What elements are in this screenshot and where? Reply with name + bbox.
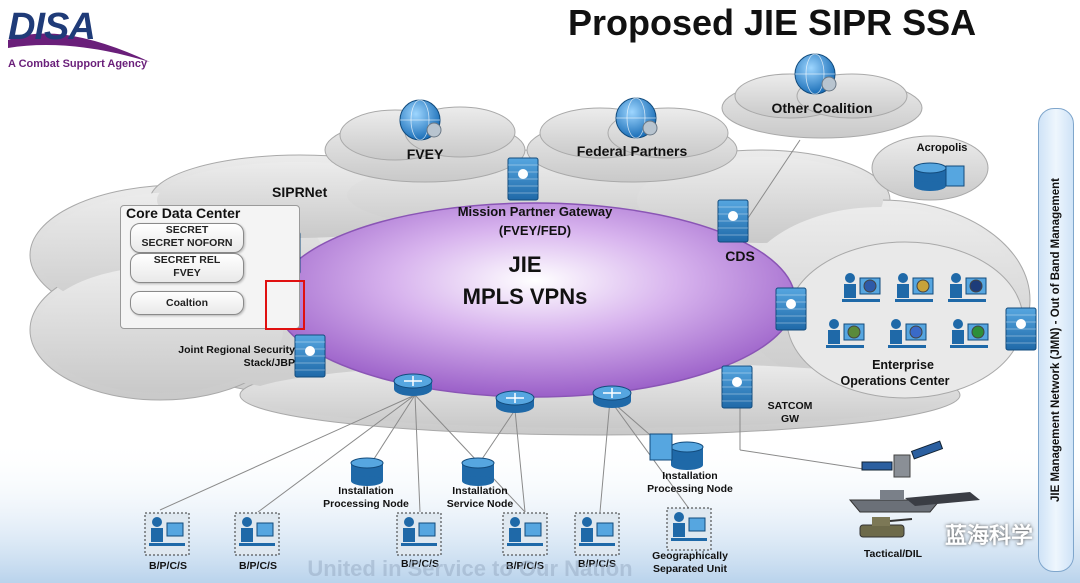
eoc-seat-icon-6 [950, 319, 989, 348]
tactical-label: Tactical/DIL [863, 548, 923, 560]
jrss-label-line1: Joint Regional Security [178, 344, 295, 356]
jmn-sidebar: JIE Management Network (JMN) - Out of Ba… [1038, 108, 1074, 572]
ig-router-icon-1 [393, 373, 433, 396]
mpls-vpns-label: MPLS VPNs [462, 284, 588, 309]
ig-router-icon-2 [495, 390, 535, 413]
eoc-seat-icon-1 [842, 273, 881, 302]
jrss-firewall-icon [294, 334, 326, 378]
satellite-icon [861, 440, 944, 478]
jie-label: JIE [508, 252, 542, 277]
eoc-left-firewall-icon [775, 287, 807, 331]
bpcs-workstation-icon-1 [144, 512, 190, 556]
highlight-box [265, 280, 305, 330]
pill-coalition-line1: Coaltion [166, 297, 208, 309]
other-coalition-cloud [721, 73, 923, 139]
jrss-label-line2: Stack/JBP [243, 357, 295, 369]
acropolis-database-icon [913, 162, 947, 191]
disa-tagline: A Combat Support Agency [8, 58, 148, 70]
satcom-label-line1: SATCOM [767, 400, 813, 412]
ipn-left-label-line2: Processing Node [323, 498, 409, 510]
satcom-label-line2: GW [780, 413, 800, 425]
mpg-firewall-icon [507, 157, 539, 201]
fvey-label: FVEY [406, 146, 444, 162]
bpcs-workstation-icon-3 [396, 512, 442, 556]
watermark: 蓝海科学 [945, 523, 1034, 548]
bottom-banner: United in Service to Our Nation [307, 556, 633, 581]
mpg-label-line1: Mission Partner Gateway [457, 204, 613, 219]
federal-partners-label: Federal Partners [576, 143, 688, 159]
ipn-right-label-line1: Installation [662, 470, 718, 482]
bpcs-label-5: B/P/C/S [578, 558, 616, 570]
eoc-seat-icon-4 [826, 319, 865, 348]
ipn-right-label-line2: Processing Node [647, 483, 733, 495]
disa-logo-swoosh [8, 33, 150, 62]
bpcs-workstation-icon-5 [574, 512, 620, 556]
tactical-vehicles-icon [848, 490, 980, 538]
bpcs-label-3: B/P/C/S [401, 558, 439, 570]
pill-secret-line2: SECRET NOFORN [141, 237, 233, 249]
eoc-seat-icon-2 [895, 273, 934, 302]
cds-label: CDS [725, 248, 755, 264]
isn-database-icon [461, 457, 495, 486]
ipn-left-label-line1: Installation [338, 485, 394, 497]
bpcs-label-4: B/P/C/S [506, 560, 544, 572]
pill-secret-rel-line1: SECRET REL [153, 254, 221, 266]
pill-secret: SECRET SECRET NOFORN [130, 223, 244, 253]
ipn-right-server-icon [649, 433, 673, 461]
other-coalition-label: Other Coalition [771, 100, 873, 116]
acropolis-server-icon [945, 165, 965, 187]
ipn-left-database-icon [350, 457, 384, 486]
eoc-label-line1: Enterprise [872, 358, 934, 372]
eoc-right-firewall-icon [1005, 307, 1037, 351]
pill-coalition: Coaltion [130, 291, 244, 315]
ig-router-icon-3 [592, 385, 632, 408]
gsu-label-line1: Geographically [652, 550, 728, 562]
bpcs-workstation-icon-2 [234, 512, 280, 556]
gsu-label-line2: Separated Unit [652, 563, 728, 575]
pill-secret-rel-line2: FVEY [173, 267, 201, 279]
isn-label-line1: Installation [452, 485, 508, 497]
mpg-label-line2: (FVEY/FED) [498, 223, 572, 238]
core-data-center-title: Core Data Center [126, 205, 241, 221]
eoc-seat-icon-5 [888, 319, 927, 348]
gsu-workstation-icon [666, 507, 712, 551]
cds-firewall-icon [717, 199, 749, 243]
jmn-label: JIE Management Network (JMN) - Out of Ba… [1050, 178, 1062, 502]
federal-globe-icon [615, 97, 658, 139]
bpcs-label-1: B/P/C/S [149, 560, 187, 572]
ipn-right-database-icon [670, 441, 704, 470]
pill-secret-line1: SECRET [165, 224, 209, 236]
page-title: Proposed JIE SIPR SSA [568, 2, 977, 43]
isn-label-line2: Service Node [446, 498, 514, 510]
eoc-seat-icon-3 [948, 273, 987, 302]
pill-secret-rel: SECRET REL FVEY [130, 253, 244, 283]
coalition-globe-icon [794, 53, 837, 95]
eoc-label-line2: Operations Center [840, 374, 950, 388]
siprnet-label: SIPRNet [272, 184, 328, 200]
fvey-globe-icon [399, 99, 442, 141]
disa-logo-text: DISA [8, 6, 96, 48]
connection-lines [159, 139, 871, 513]
bpcs-label-2: B/P/C/S [239, 560, 277, 572]
bpcs-workstation-icon-4 [502, 512, 548, 556]
satcom-gw-firewall-icon [721, 365, 753, 409]
acropolis-label: Acropolis [916, 142, 968, 154]
